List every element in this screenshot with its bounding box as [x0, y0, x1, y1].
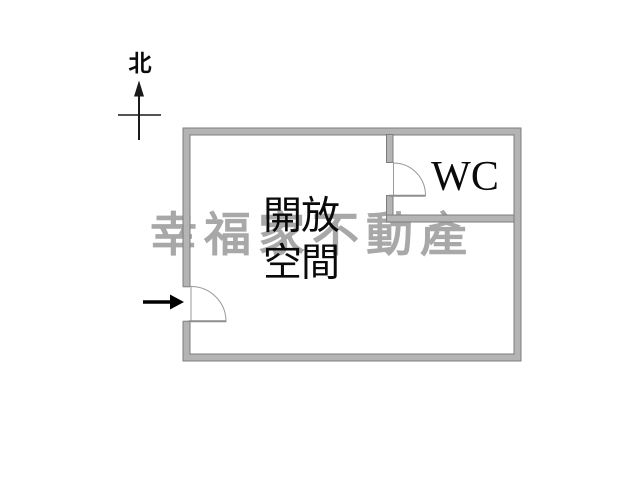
north-arrow-icon: [118, 80, 161, 140]
wc-door: [389, 162, 427, 197]
entrance-door: [188, 285, 227, 323]
outer-wall: [182, 127, 522, 362]
wc-floor-wall: [386, 214, 515, 223]
open-space-label: 開放 空間: [253, 193, 349, 287]
entrance-door-opening: [182, 286, 191, 322]
wc-door-arc: [393, 162, 427, 196]
wc-label: WC: [431, 154, 499, 200]
open-space-label-line2: 空間: [262, 242, 340, 285]
open-space-label-line1: 開放: [262, 195, 340, 238]
wc-partition-wall-top: [386, 134, 394, 163]
north-label: 北: [128, 51, 152, 76]
entrance-door-arc: [190, 285, 227, 322]
entrance-arrow-icon: [143, 294, 184, 310]
